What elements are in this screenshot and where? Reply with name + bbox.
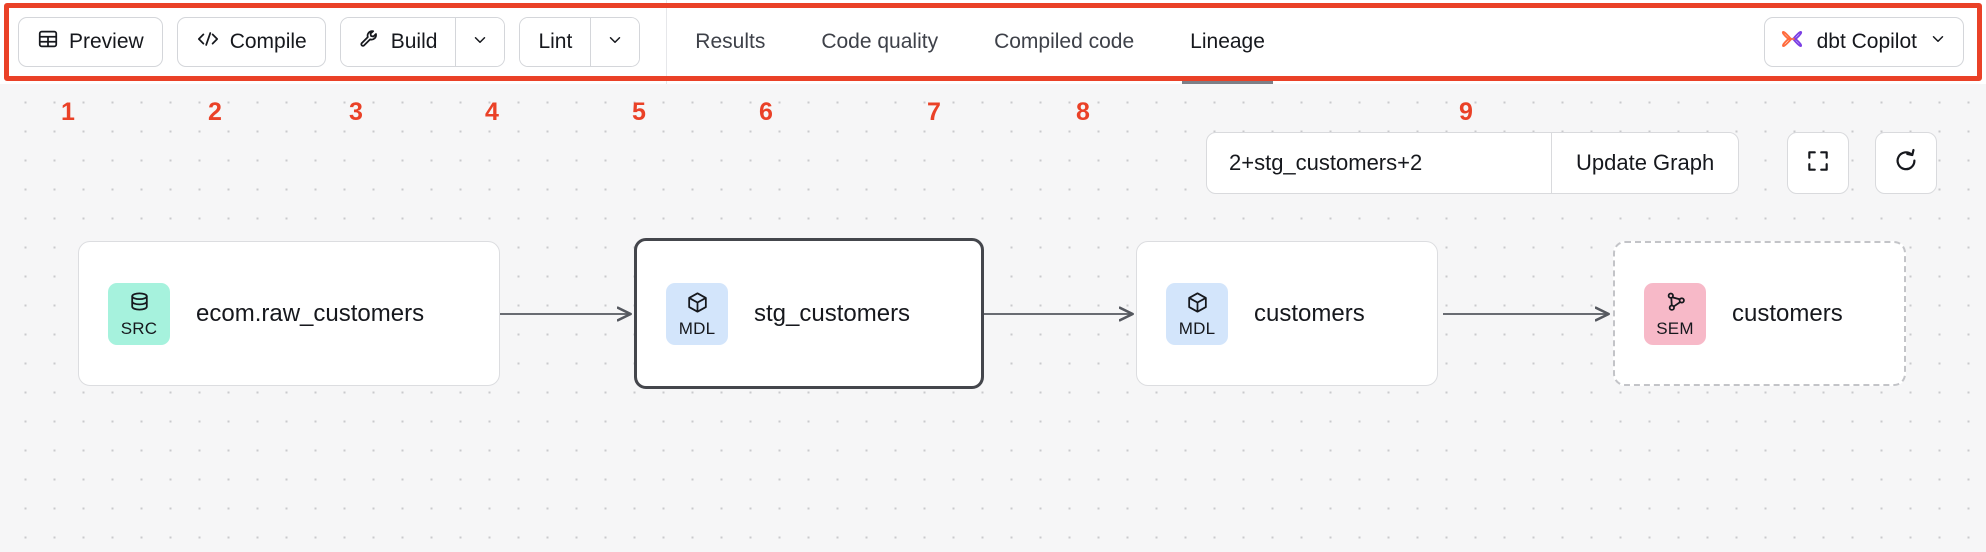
table-icon bbox=[37, 28, 59, 56]
code-icon bbox=[196, 28, 220, 56]
toolbar-divider bbox=[666, 0, 668, 84]
database-icon bbox=[127, 290, 152, 320]
fit-view-button[interactable] bbox=[1787, 132, 1849, 194]
lineage-node-stg-customers[interactable]: MDL stg_customers bbox=[634, 238, 984, 389]
tab-results[interactable]: Results bbox=[667, 0, 793, 84]
node-badge-sem-label: SEM bbox=[1656, 318, 1694, 338]
fullscreen-icon bbox=[1805, 148, 1831, 179]
annotation-number-3: 3 bbox=[349, 98, 363, 126]
toolbar-separator bbox=[1551, 133, 1552, 193]
node-badge-mdl-label: MDL bbox=[678, 318, 716, 338]
annotation-number-6: 6 bbox=[759, 98, 773, 126]
cube-icon bbox=[1185, 290, 1210, 320]
annotation-number-4: 4 bbox=[485, 98, 499, 126]
graph-nodes-icon bbox=[1663, 290, 1688, 320]
action-button-group: Preview Compile bbox=[0, 17, 641, 67]
annotation-number-7: 7 bbox=[927, 98, 941, 126]
node-badge-mdl-label: MDL bbox=[1178, 318, 1216, 338]
refresh-icon bbox=[1892, 147, 1920, 180]
build-dropdown-button[interactable] bbox=[455, 18, 505, 66]
lint-split-button: Lint bbox=[519, 17, 641, 67]
tab-bar: Results Code quality Compiled code Linea… bbox=[667, 0, 1293, 84]
compile-button[interactable]: Compile bbox=[176, 17, 326, 67]
lint-dropdown-button[interactable] bbox=[590, 18, 640, 66]
cube-icon bbox=[685, 290, 710, 320]
tab-lineage-label: Lineage bbox=[1190, 30, 1265, 53]
dbt-copilot-icon bbox=[1779, 26, 1805, 58]
annotation-number-8: 8 bbox=[1076, 98, 1090, 126]
tab-compiled-code[interactable]: Compiled code bbox=[966, 0, 1162, 84]
build-split-button: Build bbox=[339, 17, 506, 67]
tab-compiled-code-label: Compiled code bbox=[994, 30, 1135, 53]
node-label-customers-sem: customers bbox=[1732, 299, 1843, 327]
node-badge-src: SRC bbox=[108, 282, 170, 345]
node-badge-mdl: MDL bbox=[666, 282, 728, 345]
build-button-label: Build bbox=[390, 30, 438, 53]
lint-button-label: Lint bbox=[538, 30, 573, 53]
node-label-customers-mdl: customers bbox=[1254, 299, 1365, 327]
lineage-edges bbox=[500, 84, 1986, 552]
node-label-src-raw-customers: ecom.raw_customers bbox=[196, 299, 425, 327]
tab-code-quality[interactable]: Code quality bbox=[793, 0, 966, 84]
compile-button-label: Compile bbox=[229, 30, 307, 53]
chevron-down-icon bbox=[606, 31, 624, 54]
lineage-node-customers-sem[interactable]: SEM customers bbox=[1613, 241, 1906, 386]
annotation-number-1: 1 bbox=[61, 98, 75, 126]
build-button[interactable]: Build bbox=[340, 18, 456, 66]
graph-toolbar: Update Graph bbox=[1206, 132, 1740, 194]
node-badge-mdl: MDL bbox=[1166, 282, 1228, 345]
toolbar-header: Preview Compile bbox=[0, 0, 1986, 84]
lineage-node-customers-mdl[interactable]: MDL customers bbox=[1136, 241, 1438, 386]
dbt-copilot-label: dbt Copilot bbox=[1816, 30, 1917, 53]
annotation-number-5: 5 bbox=[632, 98, 646, 126]
dbt-copilot-button[interactable]: dbt Copilot bbox=[1763, 17, 1964, 67]
lineage-canvas[interactable]: Update Graph bbox=[0, 84, 1986, 552]
chevron-down-icon bbox=[471, 31, 489, 54]
node-label-stg-customers: stg_customers bbox=[754, 299, 911, 327]
lineage-node-src-raw-customers[interactable]: SRC ecom.raw_customers bbox=[78, 241, 500, 386]
preview-button[interactable]: Preview bbox=[18, 17, 163, 67]
tab-results-label: Results bbox=[695, 30, 766, 53]
annotation-number-9: 9 bbox=[1459, 98, 1473, 126]
tab-code-quality-label: Code quality bbox=[821, 30, 939, 53]
preview-button-label: Preview bbox=[69, 30, 144, 53]
tab-lineage[interactable]: Lineage bbox=[1162, 0, 1293, 84]
lint-button[interactable]: Lint bbox=[520, 18, 591, 66]
update-graph-button[interactable]: Update Graph bbox=[1552, 133, 1739, 193]
refresh-graph-button[interactable] bbox=[1875, 132, 1937, 194]
dbt-selector-input[interactable] bbox=[1207, 133, 1551, 193]
chevron-down-icon bbox=[1929, 30, 1947, 54]
wrench-icon bbox=[359, 28, 381, 56]
annotation-number-2: 2 bbox=[208, 98, 222, 126]
node-badge-sem: SEM bbox=[1644, 282, 1706, 345]
node-badge-src-label: SRC bbox=[120, 318, 158, 338]
